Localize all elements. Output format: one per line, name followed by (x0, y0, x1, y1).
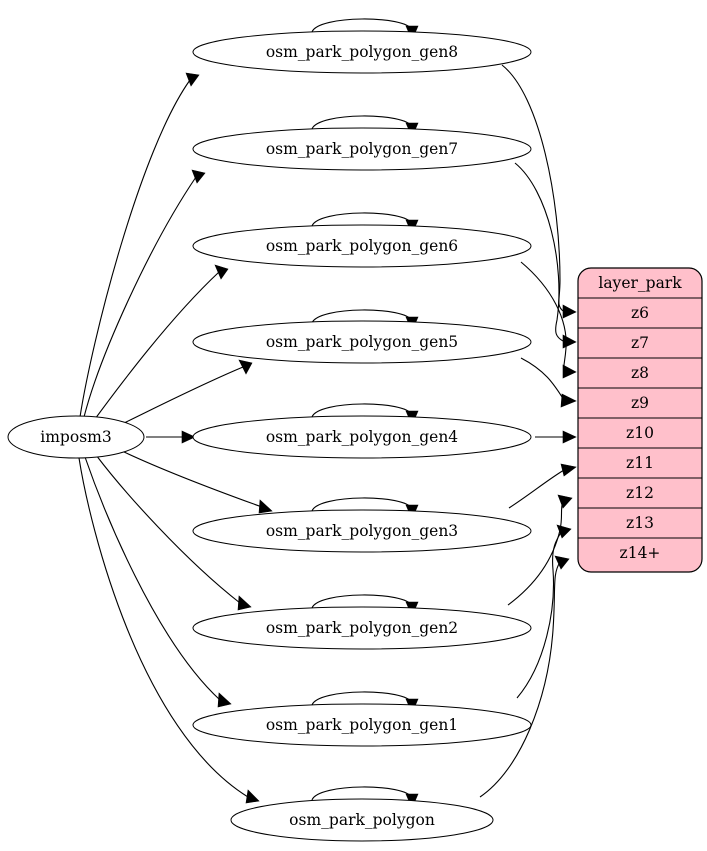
arrowhead-z14 (554, 555, 570, 570)
node-layer-park-table[interactable]: layer_park z6 z7 z8 z9 z10 z11 z12 z13 z… (577, 267, 703, 573)
node-gen3-ellipse[interactable] (192, 509, 532, 553)
arrowhead-z9 (560, 393, 577, 408)
node-gen5-ellipse[interactable] (192, 320, 532, 364)
arrowhead-gen3 (258, 499, 273, 514)
node-gen6-ellipse[interactable] (192, 224, 532, 268)
node-gen7-ellipse[interactable] (192, 127, 532, 171)
node-imposm3-ellipse[interactable] (7, 415, 145, 459)
selfloop-gen8 (311, 18, 413, 33)
table-row-z9-cell[interactable] (578, 387, 702, 419)
selfloop-gen2 (311, 594, 413, 609)
node-gen5[interactable]: osm_park_polygon_gen5 (192, 320, 532, 364)
node-gen7-label: osm_park_polygon_gen7 (266, 140, 458, 158)
table-row-z12-cell[interactable] (578, 477, 702, 509)
selfloop-base (311, 786, 413, 801)
edges-tables-to-layer (479, 64, 577, 798)
arrowhead-gen4 (181, 430, 196, 444)
arrowhead-gen1 (217, 692, 232, 708)
node-gen8-ellipse[interactable] (192, 30, 532, 74)
arrowhead-gen2 (237, 595, 252, 611)
node-gen6[interactable]: osm_park_polygon_gen6 (192, 224, 532, 268)
edge-gen6-to-z8 (520, 261, 567, 372)
edge-imposm3-to-gen1 (84, 456, 221, 701)
node-imposm3-label: imposm3 (40, 428, 111, 446)
arrowhead-gen8 (185, 72, 200, 87)
arrowhead-z7 (562, 334, 577, 349)
node-gen2-ellipse[interactable] (192, 606, 532, 650)
node-imposm3[interactable]: imposm3 (7, 415, 145, 459)
node-base-ellipse[interactable] (230, 798, 494, 842)
arrowhead-gen6 (214, 264, 229, 280)
table-row-z14-cell[interactable] (578, 537, 702, 572)
table-row-z14-label: z14+ (620, 544, 661, 562)
table-row-z12-label: z12 (626, 484, 654, 502)
table-row-z13-label: z13 (626, 514, 654, 532)
node-base[interactable]: osm_park_polygon (230, 798, 494, 842)
edge-gen5-to-z9 (520, 357, 565, 401)
edge-imposm3-to-gen2 (95, 454, 241, 604)
node-gen7[interactable]: osm_park_polygon_gen7 (192, 127, 532, 171)
arrowhead-z11 (560, 463, 577, 477)
selfloop-gen5 (311, 309, 413, 324)
edges-imposm3-to-tables (78, 72, 273, 804)
arrowhead-z6 (562, 304, 577, 319)
arrowhead-z10 (562, 430, 577, 444)
table-row-z7-label: z7 (631, 334, 649, 352)
edge-imposm3-to-gen5 (121, 366, 244, 425)
node-gen2-label: osm_park_polygon_gen2 (266, 619, 458, 637)
node-base-label: osm_park_polygon (289, 811, 435, 829)
edge-imposm3-to-gen6 (94, 271, 220, 420)
node-gen4-label: osm_park_polygon_gen4 (266, 428, 458, 446)
selfloop-gen3 (311, 497, 413, 512)
table-row-z8-label: z8 (631, 364, 649, 382)
arrowhead-base (245, 789, 260, 804)
arrowhead-gen7 (191, 169, 206, 184)
table-row-z10-cell[interactable] (578, 417, 702, 449)
edge-imposm3-to-gen3 (121, 450, 263, 508)
node-gen4-ellipse[interactable] (192, 415, 532, 459)
edge-imposm3-to-base (78, 457, 249, 798)
selfloop-gen6 (311, 212, 413, 227)
node-gen3[interactable]: osm_park_polygon_gen3 (192, 509, 532, 553)
arrowhead-z8 (562, 364, 577, 379)
node-gen4[interactable]: osm_park_polygon_gen4 (192, 415, 532, 459)
node-gen8[interactable]: osm_park_polygon_gen8 (192, 30, 532, 74)
node-gen2[interactable]: osm_park_polygon_gen2 (192, 606, 532, 650)
edge-base-to-z14 (479, 561, 561, 798)
arrowhead-gen5 (238, 359, 253, 375)
selfloop-gen4 (311, 403, 413, 418)
table-row-z9-label: z9 (631, 394, 649, 412)
node-gen3-label: osm_park_polygon_gen3 (266, 522, 458, 540)
edge-gen8-to-z6 (501, 64, 564, 312)
node-gen1-ellipse[interactable] (192, 703, 532, 747)
arrowhead-z12 (557, 494, 573, 509)
selfloop-gen1 (311, 691, 413, 706)
table-header-label: layer_park (598, 274, 682, 292)
node-gen1[interactable]: osm_park_polygon_gen1 (192, 703, 532, 747)
table-row-z10-label: z10 (626, 424, 654, 442)
edge-imposm3-to-gen7 (83, 176, 197, 418)
node-gen6-label: osm_park_polygon_gen6 (266, 237, 458, 255)
node-gen5-label: osm_park_polygon_gen5 (266, 333, 458, 351)
edge-gen7-to-z7 (514, 162, 564, 342)
node-gen8-label: osm_park_polygon_gen8 (266, 43, 458, 61)
edge-gen3-to-z11 (508, 469, 565, 509)
table-outline (577, 267, 703, 573)
arrowhead-z13 (556, 524, 572, 539)
table-row-z6-label: z6 (631, 304, 649, 322)
node-gen1-label: osm_park_polygon_gen1 (266, 716, 458, 734)
table-row-z11-label: z11 (626, 454, 654, 472)
edge-imposm3-to-gen8 (79, 79, 191, 418)
edge-gen1-to-z13 (516, 530, 563, 699)
selfloop-gen7 (311, 115, 413, 130)
